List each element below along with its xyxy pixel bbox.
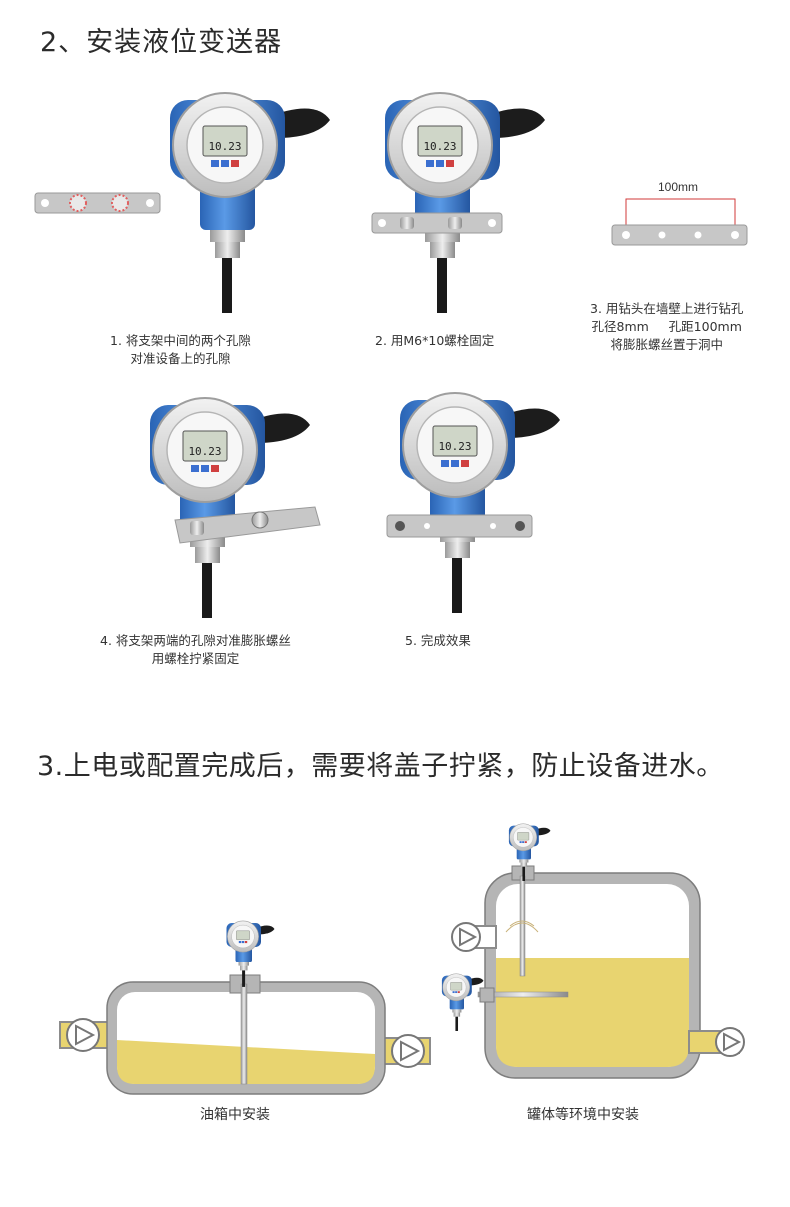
lcd-reading-4: 10.23 <box>188 445 221 458</box>
step-4-line2: 用螺栓拧紧固定 <box>151 651 240 666</box>
step-1-line2: 对准设备上的孔隙 <box>130 351 231 366</box>
step-3-illustration: 100mm <box>611 180 748 246</box>
lcd-reading: 10.23 <box>208 140 241 153</box>
section-2-title: 2、安装液位变送器 <box>40 27 283 58</box>
step-4-caption: 4. 将支架两端的孔隙对准膨胀螺丝 用螺栓拧紧固定 <box>100 632 291 668</box>
lcd-reading-5: 10.23 <box>438 440 471 453</box>
step-1-illustration: 10.23 <box>34 92 330 314</box>
vessel-tank-label: 罐体等环境中安装 <box>527 1107 639 1123</box>
step-2-line1: 2. 用M6*10螺栓固定 <box>375 333 495 348</box>
section-3-title: 3.上电或配置完成后，需要将盖子拧紧，防止设备进水。 <box>37 751 724 782</box>
oil-tank-diagram <box>59 920 431 1095</box>
vessel-tank-diagram <box>441 823 745 1079</box>
oil-tank-label: 油箱中安装 <box>200 1107 270 1123</box>
step-3-line1: 3. 用钻头在墙壁上进行钻孔 <box>590 301 744 316</box>
step-5-line1: 5. 完成效果 <box>405 633 471 648</box>
step-4-illustration: 10.23 <box>149 397 321 619</box>
step-1-line1: 1. 将支架中间的两个孔隙 <box>110 333 251 348</box>
step-2-caption: 2. 用M6*10螺栓固定 <box>375 332 494 350</box>
step-1-caption: 1. 将支架中间的两个孔隙 对准设备上的孔隙 <box>110 332 251 368</box>
step-5-caption: 5. 完成效果 <box>405 632 471 650</box>
step-4-line1: 4. 将支架两端的孔隙对准膨胀螺丝 <box>100 633 291 648</box>
step-3-line3: 将膨胀螺丝置于洞中 <box>610 337 723 352</box>
step-5-illustration: 10.23 <box>386 392 561 614</box>
step-3-line2: 孔径8mm 孔距100mm <box>591 319 742 334</box>
dimension-label: 100mm <box>658 180 698 194</box>
step-3-caption: 3. 用钻头在墙壁上进行钻孔 孔径8mm 孔距100mm 将膨胀螺丝置于洞中 <box>590 300 743 354</box>
step-2-illustration: 10.23 <box>371 92 546 314</box>
lcd-reading-2: 10.23 <box>423 140 456 153</box>
